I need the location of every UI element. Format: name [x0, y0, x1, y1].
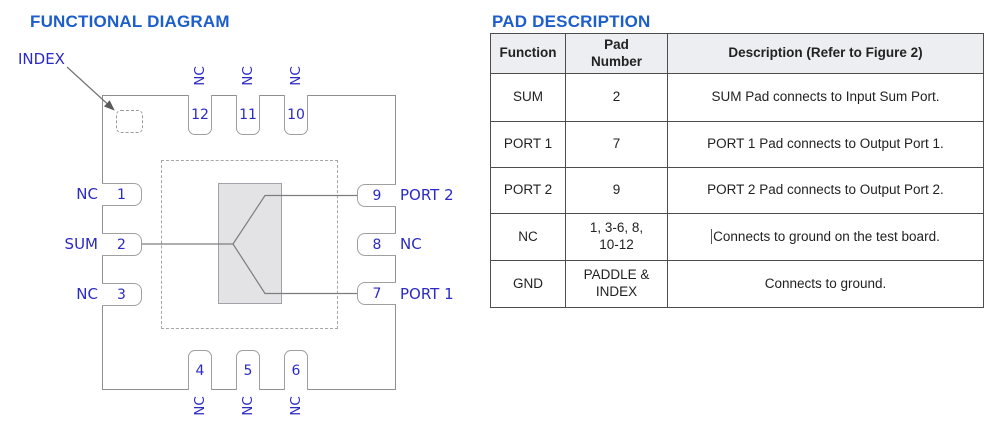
- table-row: SUM 2 SUM Pad connects to Input Sum Port…: [490, 73, 984, 122]
- pin-8: 8: [357, 233, 396, 256]
- text-cursor: [711, 228, 713, 244]
- pin-4: 4: [188, 350, 212, 390]
- pin-6-number: 6: [291, 362, 301, 379]
- pin-3-label: NC: [76, 285, 98, 303]
- pin-7-number: 7: [372, 285, 382, 302]
- pin-2: 2: [102, 233, 142, 256]
- table-header-row: Function Pad Number Description (Refer t…: [490, 33, 984, 74]
- cell-description: PORT 1 Pad connects to Output Port 1.: [667, 121, 984, 168]
- pin-2-label: SUM: [64, 235, 98, 253]
- pin-6-label: NC: [288, 396, 304, 416]
- cell-function: SUM: [490, 73, 566, 122]
- splitter-core: [218, 183, 282, 304]
- pin-8-label: NC: [400, 235, 422, 253]
- cell-function: GND: [490, 260, 566, 308]
- table-row: NC 1, 3-6, 8, 10-12 Connects to ground o…: [490, 213, 984, 261]
- pin-11: 11: [236, 95, 260, 135]
- pin-1-label: NC: [76, 185, 98, 203]
- cell-pad-number: PADDLE & INDEX: [565, 260, 668, 308]
- pin-2-number: 2: [117, 236, 126, 253]
- pin-6: 6: [284, 350, 308, 390]
- functional-diagram-title: FUNCTIONAL DIAGRAM: [30, 12, 230, 31]
- header-function: Function: [490, 33, 566, 74]
- pin-12-number: 12: [191, 106, 209, 123]
- pin-10: 10: [284, 95, 308, 135]
- pin-12: 12: [188, 95, 212, 135]
- pin-10-label: NC: [288, 66, 304, 86]
- pin-11-number: 11: [239, 106, 257, 123]
- pad-description-table: Function Pad Number Description (Refer t…: [490, 33, 984, 308]
- pin-11-label: NC: [240, 66, 256, 86]
- cell-pad-number: 7: [565, 121, 668, 168]
- pin-10-number: 10: [287, 106, 305, 123]
- pin-5-number: 5: [243, 362, 253, 379]
- cell-pad-number: 1, 3-6, 8, 10-12: [565, 213, 668, 261]
- pin-9: 9: [357, 184, 396, 207]
- cell-description-text: Connects to ground on the test board.: [713, 228, 940, 244]
- cell-description: PORT 2 Pad connects to Output Port 2.: [667, 167, 984, 214]
- cell-description: Connects to ground.: [667, 260, 984, 308]
- pin-5: 5: [236, 350, 260, 390]
- pin-5-label: NC: [240, 396, 256, 416]
- pin-7: 7: [357, 282, 396, 305]
- pin-1-number: 1: [117, 186, 126, 203]
- header-pad-number: Pad Number: [565, 33, 668, 74]
- cell-description: SUM Pad connects to Input Sum Port.: [667, 73, 984, 122]
- table-row: GND PADDLE & INDEX Connects to ground.: [490, 260, 984, 308]
- pin-12-label: NC: [192, 66, 208, 86]
- cell-function: NC: [490, 213, 566, 261]
- pad-description-title: PAD DESCRIPTION: [492, 12, 651, 31]
- pin-7-label: PORT 1: [400, 285, 454, 303]
- pin-4-number: 4: [195, 362, 205, 379]
- pin-8-number: 8: [372, 236, 382, 253]
- header-description: Description (Refer to Figure 2): [667, 33, 984, 74]
- table-row: PORT 2 9 PORT 2 Pad connects to Output P…: [490, 167, 984, 214]
- index-pad-marker: [116, 110, 143, 133]
- table-row: PORT 1 7 PORT 1 Pad connects to Output P…: [490, 121, 984, 168]
- pin-9-label: PORT 2: [400, 186, 454, 204]
- pin-4-label: NC: [192, 396, 208, 416]
- pin-1: 1: [102, 183, 142, 206]
- pin-9-number: 9: [372, 187, 382, 204]
- pin-3: 3: [102, 283, 142, 306]
- pin-3-number: 3: [117, 286, 126, 303]
- index-label: INDEX: [18, 50, 65, 68]
- cell-pad-number: 9: [565, 167, 668, 214]
- cell-function: PORT 1: [490, 121, 566, 168]
- cell-description: Connects to ground on the test board.: [667, 213, 984, 261]
- cell-function: PORT 2: [490, 167, 566, 214]
- cell-pad-number: 2: [565, 73, 668, 122]
